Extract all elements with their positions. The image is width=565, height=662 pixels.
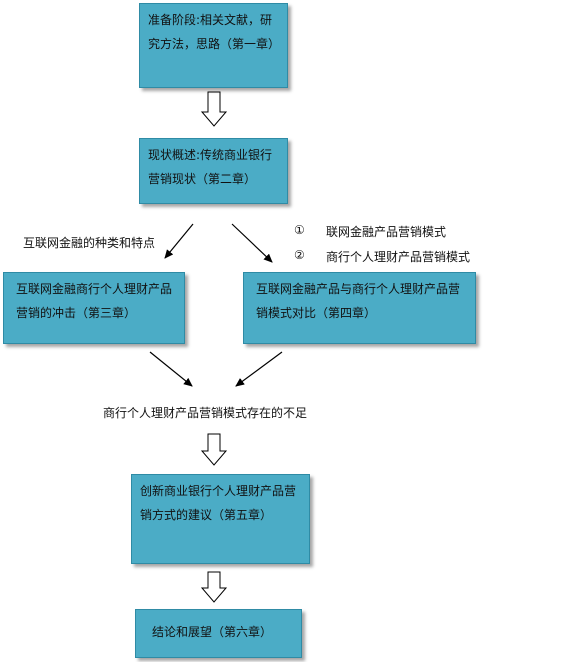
label-types-features: 互联网金融的种类和特点 xyxy=(23,236,156,250)
label-shortfall: 商行个人理财产品营销模式存在的不足 xyxy=(103,406,308,420)
down-arrow-3 xyxy=(200,571,228,603)
down-arrow-1 xyxy=(200,91,228,127)
down-arrow-2 xyxy=(200,433,228,466)
arrow-from-compare xyxy=(235,351,283,387)
label-mode1: 联网金融产品营销模式 xyxy=(326,225,447,239)
node-conclusion: 结论和展望（第六章） xyxy=(135,609,302,658)
node-suggest: 创新商业银行个人理财产品营销方式的建议（第五章） xyxy=(131,474,310,564)
label-mode2: 商行个人理财产品营销模式 xyxy=(326,250,471,264)
label-mode1-num: ① xyxy=(294,223,305,237)
node-prep: 准备阶段:相关文献，研究方法，思路（第一章） xyxy=(139,3,288,88)
arrow-to-compare xyxy=(231,223,273,263)
node-compare: 互联网金融产品与商行个人理财产品营销模式对比（第四章） xyxy=(243,272,476,344)
arrow-to-impact xyxy=(164,223,194,259)
label-mode2-num: ② xyxy=(294,248,305,262)
node-overview: 现状概述:传统商业银行营销现状（第二章） xyxy=(139,138,288,204)
node-impact: 互联网金融商行个人理财产品营销的冲击（第三章） xyxy=(3,272,185,344)
arrow-from-impact xyxy=(149,351,193,387)
